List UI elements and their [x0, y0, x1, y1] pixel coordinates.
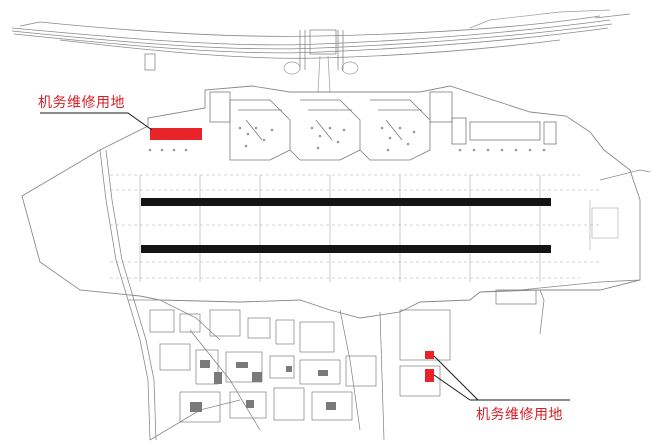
- taxiway: [110, 174, 600, 279]
- leader-lines: [40, 112, 570, 401]
- maintenance-area-south-1: [425, 351, 434, 359]
- maintenance-area-south-2: [425, 369, 434, 382]
- left-roads: [99, 149, 241, 441]
- runway-south: [141, 245, 551, 253]
- apron: [148, 126, 546, 152]
- right-roads: [479, 169, 651, 335]
- terminal-building: [209, 91, 557, 161]
- southern-development: [149, 309, 451, 441]
- runway-north: [141, 198, 551, 206]
- road-loops: [283, 9, 611, 93]
- label-maintenance-land-south: 机务维修用地: [476, 407, 563, 423]
- taxiway-connectors: [139, 175, 619, 282]
- label-maintenance-land-north: 机务维修用地: [38, 95, 125, 111]
- maintenance-area-north: [150, 128, 202, 140]
- runway: [141, 198, 551, 253]
- highway-interchange: [11, 13, 631, 71]
- southern-dense-fill: [190, 360, 336, 412]
- airport-boundary: [21, 85, 641, 319]
